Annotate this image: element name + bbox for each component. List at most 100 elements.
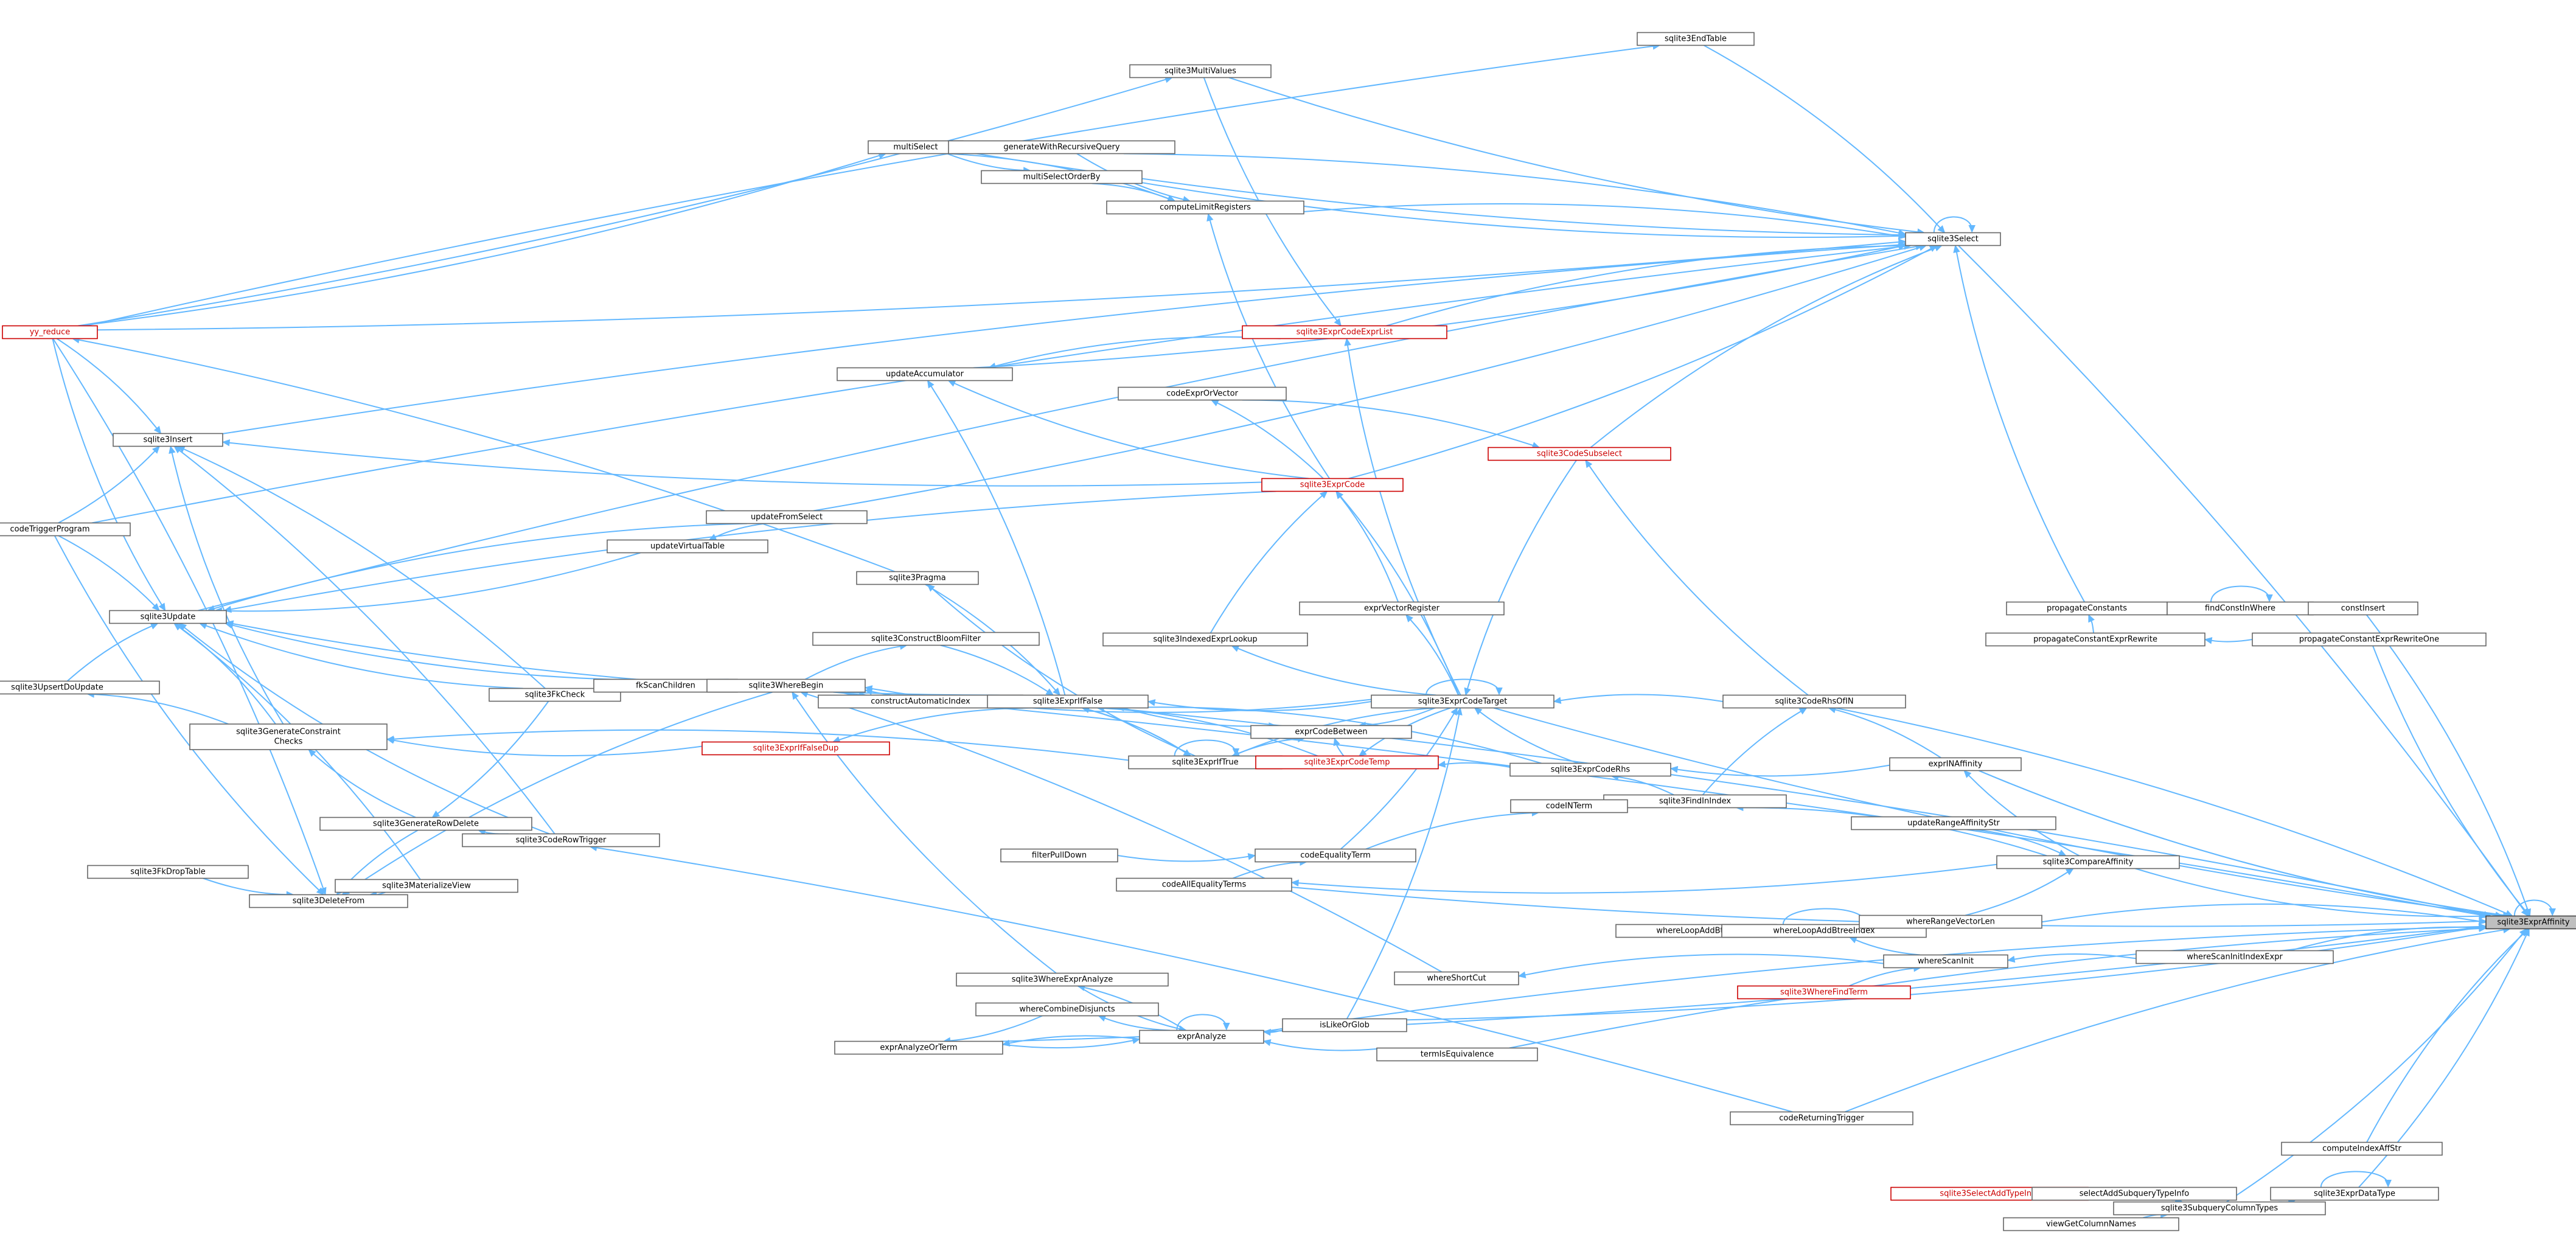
node-yyreduce[interactable]: yy_reduce [2,325,98,340]
node-iffalse[interactable]: sqlite3ExprIfFalse [987,694,1149,709]
node-label: sqlite3IndexedExprLookup [1153,635,1257,644]
node-bloom[interactable]: sqlite3ConstructBloomFilter [812,632,1040,646]
node-constinsert[interactable]: constInsert [2308,601,2418,616]
node-select[interactable]: sqlite3Select [1905,232,2001,246]
node-multivalues[interactable]: sqlite3MultiValues [1129,64,1272,78]
node-codealleq[interactable]: codeAllEqualityTerms [1116,877,1292,892]
node-fkdroptable[interactable]: sqlite3FkDropTable [87,865,249,879]
node-exprdatatype[interactable]: sqlite3ExprDataType [2270,1186,2439,1201]
node-propconstrewriteone[interactable]: propagateConstantExprRewriteOne [2252,632,2487,647]
node-findconst[interactable]: findConstInWhere [2167,601,2314,616]
call-edge-codetemp-to-codebetween [1333,737,1345,757]
node-label: propagateConstantExprRewrite [2033,635,2157,644]
node-codetarget[interactable]: sqlite3ExprCodeTarget [1371,694,1554,709]
edge-line [171,452,284,725]
node-updfromselect[interactable]: updateFromSelect [706,510,868,524]
node-box [706,678,866,693]
node-box [1255,755,1439,770]
node-selectaddsubq[interactable]: selectAddSubqueryTypeInfo [2031,1186,2237,1201]
edge-arrowhead [2007,955,2016,963]
node-codeinterm[interactable]: codeINTerm [1510,799,1628,813]
node-codetemp[interactable]: sqlite3ExprCodeTemp [1255,755,1439,770]
node-msorderby[interactable]: multiSelectOrderBy [981,170,1143,184]
node-genrec[interactable]: generateWithRecursiveQuery [948,140,1175,155]
node-pragma[interactable]: sqlite3Pragma [856,571,979,585]
node-updrangeaff[interactable]: updateRangeAffinityStr [1851,816,2056,831]
node-upsert[interactable]: sqlite3UpsertDoUpdate [0,680,160,695]
edge-arrowhead [1053,688,1060,696]
node-label: sqlite3ExprIfFalseDup [753,744,839,753]
node-iftrue[interactable]: sqlite3ExprIfTrue [1128,755,1283,770]
node-exprwhereanalyze[interactable]: sqlite3WhereExprAnalyze [956,972,1169,987]
node-exprinaffinity[interactable]: exprINAffinity [1889,757,2022,772]
node-updaccum[interactable]: updateAccumulator [837,367,1013,381]
node-codeeqterm[interactable]: codeEqualityTerm [1255,848,1416,863]
node-wherescanidx[interactable]: whereScanInitIndexExpr [2136,950,2334,964]
node-codertn[interactable]: sqlite3ExprCodeRhs [1509,762,1671,777]
node-codeinrhs[interactable]: sqlite3CodeRhsOfIN [1722,694,1906,709]
node-insert[interactable]: sqlite3Insert [113,433,223,447]
node-box [189,723,388,750]
edge-arrowhead [2519,928,2527,937]
call-edge-genconstraint-to-update [173,622,276,725]
node-label: sqlite3WhereFindTerm [1780,988,1868,997]
node-exprananlyzeterm[interactable]: exprAnalyzeOrTerm [834,1040,1003,1055]
node-wherescaninit[interactable]: whereScanInit [1883,954,2008,969]
node-combinedisj[interactable]: whereCombineDisjuncts [975,1002,1159,1017]
call-edge-codesubselect-to-select [1590,245,1943,448]
node-multiselect[interactable]: multiSelect [868,140,964,155]
node-endtable[interactable]: sqlite3EndTable [1637,32,1755,46]
node-updvtab[interactable]: updateVirtualTable [607,539,768,554]
edge-line [1203,77,1338,321]
edge-line [1848,967,1914,987]
node-idxexpr[interactable]: sqlite3IndexedExprLookup [1102,632,1308,647]
node-update[interactable]: sqlite3Update [109,610,227,624]
node-codebetween[interactable]: exprCodeBetween [1250,725,1412,739]
node-termequiv[interactable]: termIsEquivalence [1376,1047,1538,1062]
node-deletefrom[interactable]: sqlite3DeleteFrom [249,894,408,908]
node-viewgetcols[interactable]: viewGetColumnNames [2003,1217,2179,1231]
node-wherefindterm[interactable]: sqlite3WhereFindTerm [1737,985,1911,1000]
node-box [2,325,98,340]
node-propconst[interactable]: propagateConstants [2006,601,2168,616]
node-islikeglob[interactable]: isLikeOrGlob [1282,1018,1407,1033]
node-expranalyze[interactable]: exprAnalyze [1139,1029,1264,1044]
node-fkcheck[interactable]: sqlite3FkCheck [489,688,621,702]
node-box [1000,848,1118,863]
node-label: sqlite3WhereExprAnalyze [1012,975,1113,984]
node-propconstrewrite[interactable]: propagateConstantExprRewrite [1985,632,2205,647]
node-exprcode[interactable]: sqlite3ExprCode [1261,478,1404,492]
node-codetrigger[interactable]: codeTriggerProgram [0,522,131,537]
node-complimit[interactable]: computeLimitRegisters [1106,200,1304,215]
node-codesubselect[interactable]: sqlite3CodeSubselect [1488,447,1671,461]
node-rowtrigger[interactable]: sqlite3CodeRowTrigger [462,833,660,848]
node-label: isLikeOrGlob [1320,1021,1370,1030]
node-exprvecfield[interactable]: exprVectorRegister [1299,601,1505,616]
node-box [1394,971,1519,986]
node-wherebegin[interactable]: sqlite3WhereBegin [706,678,866,693]
node-genrowdelete[interactable]: sqlite3GenerateRowDelete [319,817,532,831]
call-edge-complimit-to-select [1303,203,1907,240]
node-whererangevec[interactable]: whereRangeVectorLen [1859,914,2042,929]
node-target[interactable]: sqlite3ExprAffinity [2485,915,2576,930]
node-label: fkScanChildren [636,681,695,691]
node-codevector[interactable]: codeExprOrVector [1118,386,1287,401]
node-subqcoltypes[interactable]: sqlite3SubqueryColumnTypes [2113,1201,2326,1216]
edge-line [930,386,1066,695]
node-filterpull[interactable]: filterPullDown [1000,848,1118,863]
call-edge-iffalse-to-iftrue [1082,707,1192,757]
node-materialize[interactable]: sqlite3MaterializeView [335,879,518,893]
node-box [2281,1141,2443,1156]
edge-line [1955,252,2086,602]
node-findinindex[interactable]: sqlite3FindInIndex [1603,794,1787,809]
node-codelist[interactable]: sqlite3ExprCodeExprList [1242,325,1447,340]
call-edge-propconstrewrite-to-propconst [2088,614,2095,633]
node-computeidxaff[interactable]: computeIndexAffStr [2281,1141,2443,1156]
node-box [1722,694,1906,709]
node-whereshortcut[interactable]: whereShortCut [1394,971,1519,986]
node-label: sqlite3ExprCode [1300,481,1365,490]
node-iffalsedup[interactable]: sqlite3ExprIfFalseDup [701,741,890,756]
node-compareaffinity[interactable]: sqlite3CompareAffinity [1996,855,2180,869]
node-codereturning[interactable]: codeReturningTrigger [1730,1111,1913,1126]
